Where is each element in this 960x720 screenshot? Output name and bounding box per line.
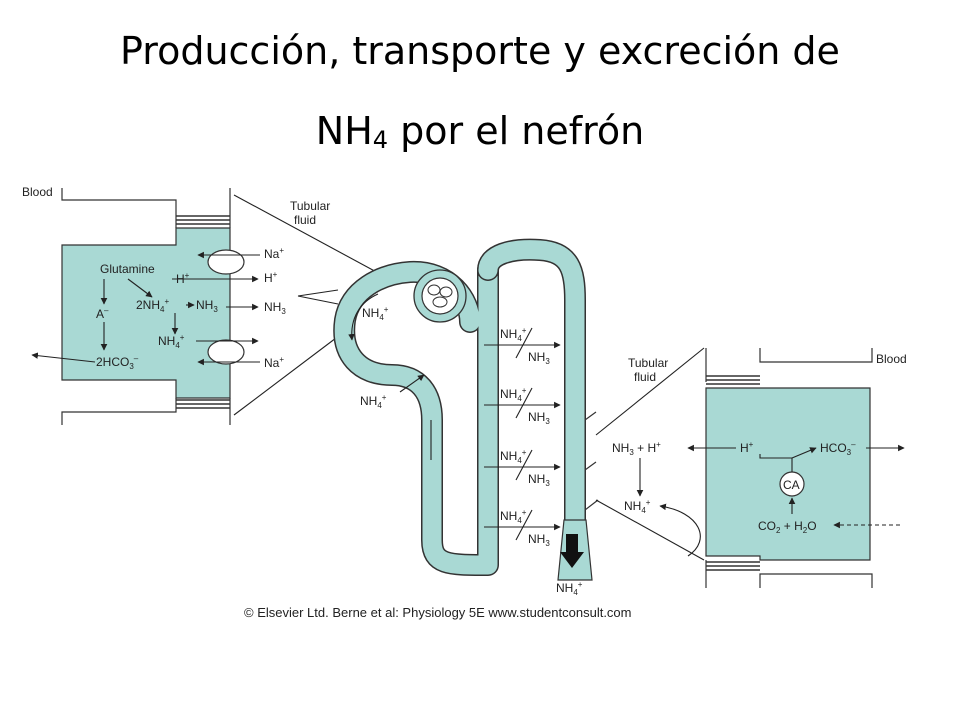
svg-text:NH4+: NH4+ bbox=[500, 326, 527, 343]
left-cell-arrows bbox=[31, 194, 383, 416]
nh3-cell-label: NH3 bbox=[196, 298, 218, 314]
left-tubular-label-1: Tubular bbox=[290, 199, 330, 213]
nh3-fluid-label: NH3 bbox=[264, 300, 286, 316]
left-tubular-label-2: fluid bbox=[294, 213, 316, 227]
glutamine-label: Glutamine bbox=[100, 262, 155, 276]
right-cell-arrows bbox=[595, 347, 905, 561]
tight-junction-bottom-right bbox=[706, 561, 760, 571]
na-bottom-label: Na+ bbox=[264, 355, 284, 370]
title-line-2: NH4 por el nefrón bbox=[0, 109, 960, 153]
h-fluid-label: H+ bbox=[264, 270, 278, 285]
left-cell-body bbox=[61, 227, 231, 399]
two-hco3-label: 2HCO3– bbox=[96, 354, 139, 371]
co2-h2o-label: CO2 + H2O bbox=[758, 519, 817, 535]
right-cell-outline-top bbox=[759, 348, 873, 363]
tight-junction-top-left bbox=[176, 215, 230, 225]
title-subscript: 4 bbox=[372, 126, 389, 154]
svg-text:NH4+: NH4+ bbox=[500, 448, 527, 465]
svg-text:NH3: NH3 bbox=[528, 410, 550, 426]
nh4-proximal-label: NH4+ bbox=[362, 305, 389, 322]
nh4-cell-label: NH4+ bbox=[158, 333, 185, 350]
nh4-loop-label: NH4+ bbox=[360, 393, 387, 410]
nh4-urine-label: NH4+ bbox=[556, 580, 583, 597]
a-minus-label: A– bbox=[96, 306, 109, 321]
svg-text:NH4+: NH4+ bbox=[500, 508, 527, 525]
duct-pair-1: NH4+ NH3 bbox=[484, 386, 561, 426]
left-cell-outline-bottom bbox=[61, 398, 177, 425]
duct-pair-0: NH4+ NH3 bbox=[484, 326, 561, 366]
svg-text:NH3: NH3 bbox=[528, 350, 550, 366]
title-rest: por el nefrón bbox=[388, 109, 645, 153]
hco3-right-label: HCO3– bbox=[820, 440, 856, 457]
right-cell-outline-bottom bbox=[759, 573, 873, 588]
right-cell: Blood Tubular fluid NH3 + H+ NH4+ H+ HCO… bbox=[595, 347, 907, 588]
h-right-cell-label: H+ bbox=[740, 440, 754, 455]
right-blood-label: Blood bbox=[876, 352, 907, 366]
credit-text: © Elsevier Ltd. Berne et al: Physiology … bbox=[244, 605, 632, 620]
excretion-arrow bbox=[560, 534, 584, 568]
glomerulus bbox=[421, 277, 459, 315]
right-tubular-label-2: fluid bbox=[634, 370, 656, 384]
svg-text:NH3: NH3 bbox=[528, 532, 550, 548]
nh3-plus-h-label: NH3 + H+ bbox=[612, 440, 661, 457]
tight-junction-bottom-left bbox=[176, 399, 230, 409]
nephron-tubule: NH4+ NH4+ NH4+ NH4+ NH3 NH4+ NH3 NH4+ NH… bbox=[333, 238, 599, 597]
ca-label: CA bbox=[783, 478, 800, 492]
distal-lumen bbox=[478, 240, 585, 550]
left-cell-outline-top bbox=[61, 188, 177, 228]
tubule-flow-arrows bbox=[348, 293, 432, 460]
tight-junction-top-right bbox=[706, 375, 760, 385]
title-nh: NH bbox=[315, 109, 373, 153]
svg-text:NH3: NH3 bbox=[528, 472, 550, 488]
left-blood-label: Blood bbox=[22, 185, 53, 199]
glomerulus-capillaries bbox=[427, 284, 453, 308]
tubule-lumen bbox=[334, 260, 498, 575]
duct-pair-3: NH4+ NH3 bbox=[484, 508, 561, 548]
svg-text:NH4+: NH4+ bbox=[500, 386, 527, 403]
left-cell: Blood Tubular fluid Glutamine A– 2NH4+ N… bbox=[22, 185, 383, 425]
two-nh4-cell-label: 2NH4+ bbox=[136, 297, 169, 314]
na-h-exchanger-bottom bbox=[207, 339, 245, 365]
title-line-1: Producción, transporte y excreción de bbox=[120, 29, 840, 73]
na-h-exchanger-top bbox=[207, 249, 245, 275]
right-tubular-label-1: Tubular bbox=[628, 356, 668, 370]
duct-pair-2: NH4+ NH3 bbox=[484, 448, 561, 488]
nh4-fluid-label: NH4+ bbox=[624, 498, 651, 515]
na-top-label: Na+ bbox=[264, 246, 284, 261]
